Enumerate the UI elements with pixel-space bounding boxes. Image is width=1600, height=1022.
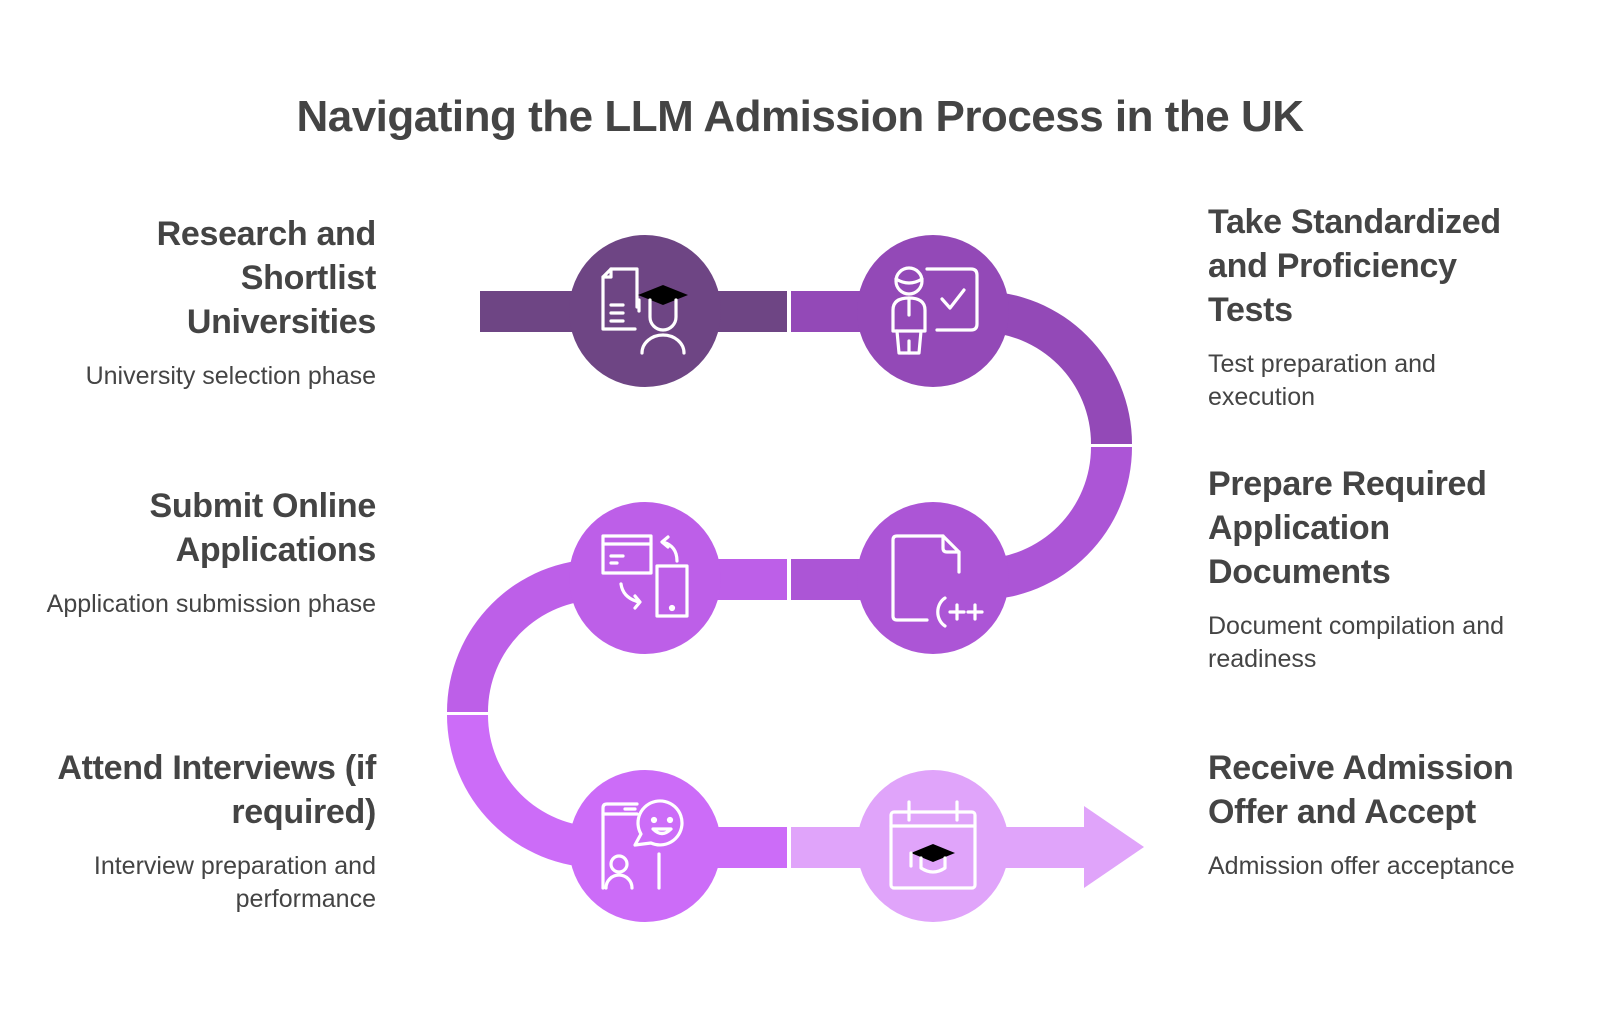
path-segment-3 bbox=[791, 447, 1132, 654]
path-segment-5 bbox=[447, 715, 787, 922]
step-4-node[interactable] bbox=[569, 502, 721, 654]
diagram-title: Navigating the LLM Admission Process in … bbox=[296, 92, 1304, 141]
path-segment-2 bbox=[791, 235, 1132, 444]
step-6-label: Receive Admission Offer and Accept Admis… bbox=[1208, 746, 1548, 883]
web-mobile-sync-icon bbox=[601, 534, 689, 618]
document-graduate-icon bbox=[601, 267, 688, 355]
step-6-title: Receive Admission Offer and Accept bbox=[1208, 749, 1514, 831]
step-3-node[interactable] bbox=[857, 502, 1009, 654]
path-segment-6 bbox=[791, 770, 1144, 922]
step-5-title: Attend Interviews (if required) bbox=[57, 749, 376, 831]
step-1-description: University selection phase bbox=[85, 362, 376, 390]
step-2-title: Take Standardized and Proficiency Tests bbox=[1208, 203, 1501, 329]
video-interview-icon bbox=[601, 799, 684, 890]
arrow-head bbox=[1084, 806, 1144, 888]
step-4-title: Submit Online Applications bbox=[149, 487, 376, 569]
step-2-label: Take Standardized and Proficiency Tests … bbox=[1208, 200, 1528, 414]
segment-4-curve bbox=[447, 559, 600, 712]
segment-2-curve bbox=[979, 291, 1132, 444]
path-segment-1 bbox=[480, 235, 787, 387]
step-3-title: Prepare Required Application Documents bbox=[1208, 465, 1487, 591]
step-1-title: Research and Shortlist Universities bbox=[156, 215, 377, 341]
path-segment-4 bbox=[447, 502, 787, 712]
step-5-node[interactable] bbox=[569, 770, 721, 922]
segment-5-curve bbox=[447, 715, 600, 868]
step-5-label: Attend Interviews (if required) Intervie… bbox=[46, 746, 376, 916]
step-3-label: Prepare Required Application Documents D… bbox=[1208, 462, 1518, 676]
presenter-checkmark-icon bbox=[891, 266, 979, 355]
segment-3-curve bbox=[979, 447, 1132, 600]
step-2-description: Test preparation and execution bbox=[1208, 350, 1436, 411]
step-1-label: Research and Shortlist Universities Univ… bbox=[46, 212, 377, 393]
step-2-node[interactable] bbox=[857, 235, 1009, 387]
step-4-description: Application submission phase bbox=[46, 590, 376, 618]
step-6-description: Admission offer acceptance bbox=[1208, 852, 1515, 880]
step-4-label: Submit Online Applications Application s… bbox=[46, 484, 377, 621]
calendar-graduation-icon bbox=[889, 800, 977, 890]
step-3-description: Document compilation and readiness bbox=[1208, 612, 1504, 673]
code-document-icon bbox=[891, 534, 984, 628]
step-5-description: Interview preparation and performance bbox=[93, 852, 376, 913]
step-1-node[interactable] bbox=[569, 235, 721, 387]
